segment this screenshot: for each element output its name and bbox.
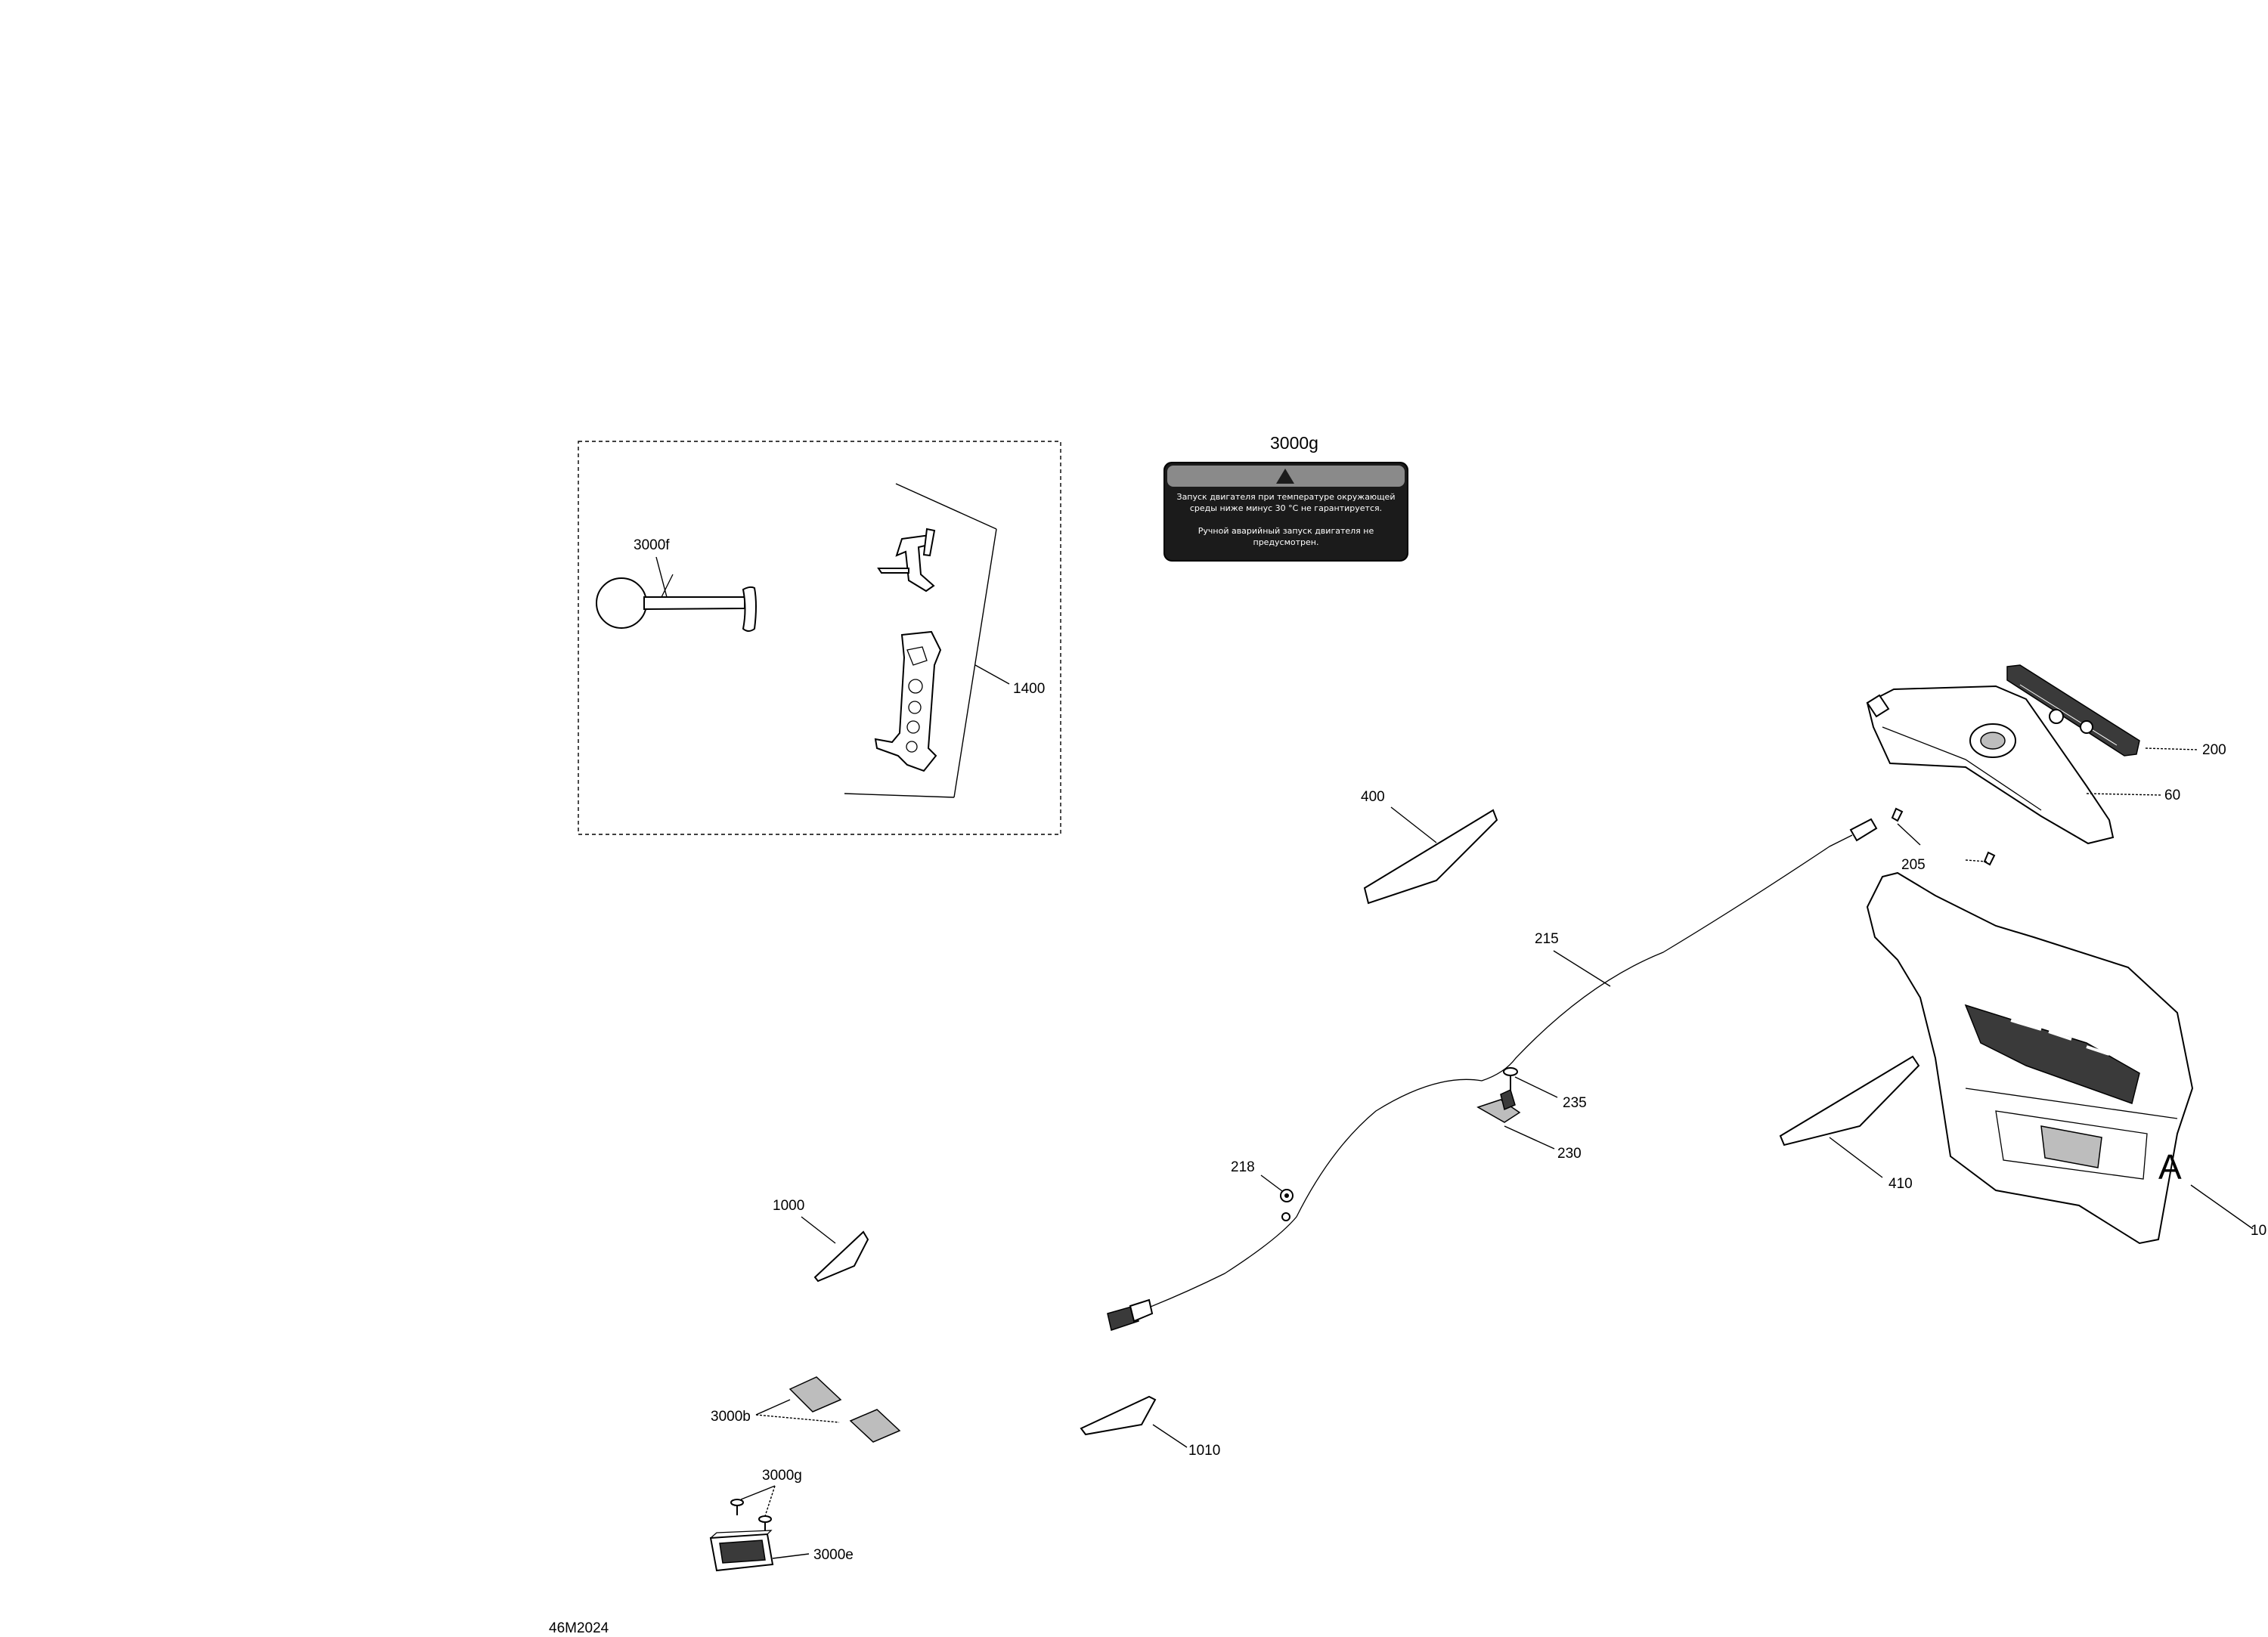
decal-text-line4: предусмотрен.	[1253, 537, 1319, 547]
kit-frame	[578, 441, 1061, 835]
callout-218: 218	[1231, 1159, 1255, 1175]
front-panel-10[interactable]: A	[1866, 871, 2194, 1245]
screw-205-right[interactable]	[1983, 851, 1996, 866]
leader-235	[1514, 1076, 1558, 1098]
decal-text-line1: Запуск двигателя при температуре окружаю…	[1177, 492, 1396, 502]
leader-230	[1504, 1125, 1555, 1150]
callout-1000: 1000	[773, 1198, 804, 1214]
callout-3000b: 3000b	[711, 1409, 751, 1425]
gauge-display-200[interactable]	[2006, 664, 2140, 757]
nut-218[interactable]	[1280, 1189, 1294, 1221]
decal-1010[interactable]	[1080, 1395, 1157, 1436]
holder-3000e[interactable]	[709, 1530, 774, 1572]
leader-410	[1829, 1137, 1883, 1178]
callout-400: 400	[1361, 789, 1385, 805]
screw-3000g-left[interactable]	[730, 1499, 744, 1515]
clip-230[interactable]	[1476, 1088, 1521, 1123]
leader-200	[2145, 747, 2199, 750]
panel-letter-logo: A	[2158, 1147, 2182, 1187]
decal-400[interactable]	[1363, 809, 1498, 905]
wrench-tool-part[interactable]	[874, 630, 942, 772]
bracket-tool-part[interactable]	[877, 528, 936, 593]
wiring-harness-215[interactable]	[1107, 818, 1878, 1331]
leader-218	[1260, 1174, 1283, 1192]
gauge-bezel-60[interactable]	[1866, 685, 2115, 845]
callout-60: 60	[2164, 788, 2180, 803]
drawing-reference-code: 46M2024	[549, 1620, 609, 1636]
callout-410: 410	[1888, 1176, 1913, 1192]
decal-1000[interactable]	[813, 1230, 869, 1283]
leader-60	[2086, 793, 2161, 796]
pad-3000b-left[interactable]	[789, 1376, 842, 1413]
callout-215: 215	[1535, 931, 1559, 947]
decal-text-line3: Ручной аварийный запуск двигателя не	[1198, 526, 1374, 536]
leader-1400	[844, 483, 1010, 798]
leader-400	[1390, 806, 1437, 843]
warning-triangle-icon	[1276, 469, 1294, 484]
callout-10: 10	[2251, 1223, 2266, 1239]
screw-3000g-right[interactable]	[758, 1515, 772, 1531]
leader-10	[2190, 1184, 2254, 1230]
callout-3000e: 3000e	[813, 1547, 854, 1563]
screw-205-left[interactable]	[1891, 807, 1904, 822]
callout-205: 205	[1901, 857, 1926, 873]
leader-1000	[801, 1216, 836, 1244]
pad-3000b-right[interactable]	[849, 1409, 901, 1443]
callout-235: 235	[1563, 1095, 1587, 1111]
leader-3000b	[755, 1399, 840, 1423]
callout-1400: 1400	[1013, 681, 1045, 697]
fastener-235[interactable]	[1503, 1067, 1518, 1092]
leader-1010	[1152, 1424, 1188, 1448]
mirror-part[interactable]	[596, 574, 757, 632]
callout-230: 230	[1557, 1146, 1582, 1162]
leader-3000e	[772, 1553, 810, 1559]
callout-1010: 1010	[1188, 1443, 1220, 1459]
warning-decal[interactable]	[1163, 462, 1408, 562]
decal-text-line2: среды ниже минус 30 °C не гарантируется.	[1190, 503, 1382, 513]
leader-3000f	[655, 556, 668, 598]
callout-3000f: 3000f	[634, 537, 670, 553]
leader-3000g	[740, 1485, 776, 1517]
decal-410[interactable]	[1779, 1055, 1920, 1147]
leader-215	[1553, 950, 1611, 987]
decal-3000g-title: 3000g	[1270, 433, 1318, 453]
leader-205	[1897, 823, 1988, 862]
callout-3000g-small: 3000g	[762, 1468, 802, 1484]
callout-200: 200	[2202, 742, 2226, 758]
